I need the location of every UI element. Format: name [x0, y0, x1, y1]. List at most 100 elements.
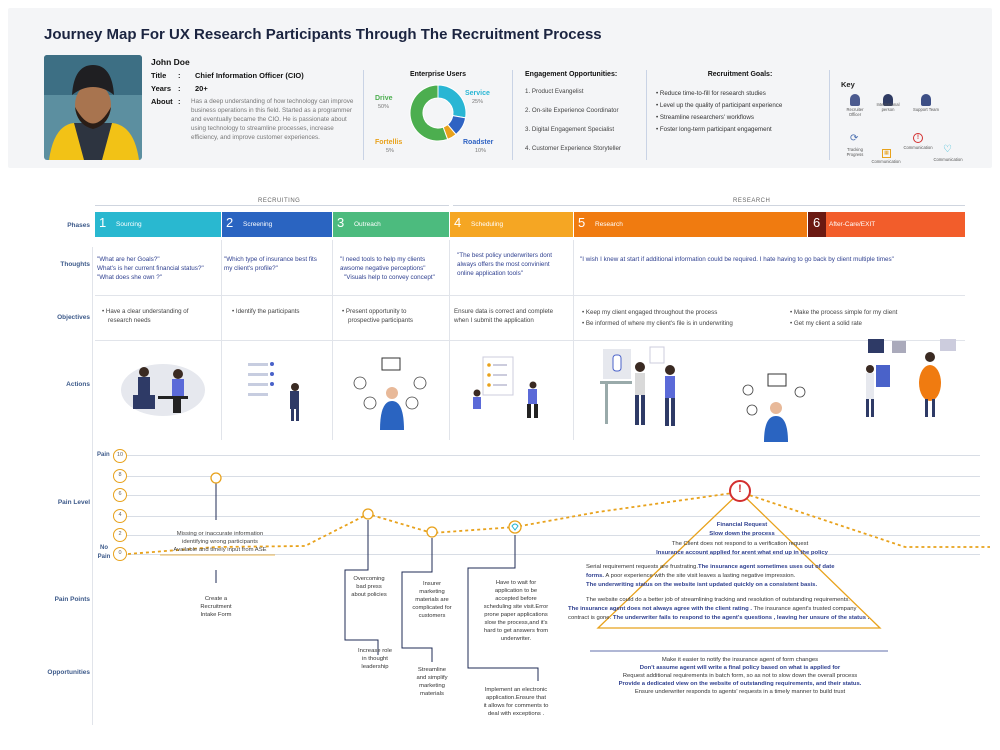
goals-heading: Recruitment Goals:: [707, 71, 773, 78]
engagement-item: 2. On-site Experience Coordinator: [525, 107, 619, 114]
thought-research: "I wish I knew at start if additional in…: [580, 256, 894, 263]
pain-tick: 2: [113, 528, 127, 542]
segment-value: 25%: [472, 99, 484, 105]
divider: [829, 70, 830, 160]
person-icon: [883, 94, 893, 106]
stage-line: [453, 205, 965, 206]
outreach-illustration: [353, 357, 427, 430]
row-axis: [92, 247, 93, 725]
row-label-objectives: Objectives: [57, 314, 90, 321]
research-opportunity: Request additional requirements in batch…: [622, 673, 858, 679]
research-opportunity: Don't assume agent will write a final po…: [639, 665, 841, 671]
refresh-icon: ⟳: [850, 133, 859, 144]
engagement-heading: Engagement Opportunities:: [525, 71, 618, 78]
objective-screening: • Identify the participants: [232, 308, 300, 315]
calendar-icon: ▦: [882, 149, 891, 158]
row-label-pain-points: Pain Points: [54, 596, 90, 603]
key-label: Communication: [903, 145, 933, 150]
alert-icon: !: [913, 133, 923, 143]
segment-label: Fortellis: [375, 139, 403, 146]
scheduling-illustration: [473, 356, 538, 418]
title-label: Title: [151, 71, 167, 80]
donut-slice-drive: [409, 84, 449, 142]
pain-tick: 0: [113, 547, 127, 561]
colon: :: [178, 71, 181, 80]
heart-icon: ♡: [943, 144, 952, 155]
row-divider: [95, 295, 965, 296]
stage-line: [95, 205, 449, 206]
grid-line: [118, 495, 980, 496]
key-label: Communication: [871, 159, 901, 164]
row-label-opportunities: Opportunities: [47, 669, 90, 676]
research-pain-l3: The Client does not respond to a verific…: [671, 541, 809, 547]
persona-photo: [44, 55, 142, 160]
enterprise-donut: [409, 84, 467, 142]
segment-value: 10%: [475, 148, 487, 154]
pain-tick: 10: [113, 449, 127, 463]
research-pain-l4: Insurance account applied for arent what…: [656, 550, 828, 556]
meeting-illustration: [121, 364, 205, 416]
pain-tick: 8: [113, 469, 127, 483]
stage-research: RESEARCH: [729, 198, 775, 204]
years-value: 20+: [195, 84, 208, 93]
research-pain-l10: contract is gone. The underwriter fails …: [568, 615, 870, 621]
alert-icon: !: [738, 483, 742, 495]
row-label-phases: Phases: [67, 222, 90, 229]
colon: :: [178, 84, 181, 93]
stage-recruiting: RECRUITING: [254, 198, 305, 204]
research-pain-l8: The website could do a better job of str…: [586, 597, 850, 603]
key-label: Recruiter Officer: [846, 107, 864, 117]
research-pain-l6: forms. A poor experience with the site v…: [586, 573, 796, 579]
support-icon: [921, 94, 931, 106]
pain-tick: 4: [113, 509, 127, 523]
key-label: International person: [876, 102, 900, 112]
research-pain-l5: Serial requirement requests are frustrat…: [586, 564, 835, 570]
engagement-item: 1. Product Evangelist: [525, 88, 584, 95]
key-label: Tracking Progress: [846, 147, 864, 157]
research-opportunity: Provide a dedicated view on the website …: [618, 681, 862, 687]
engagement-item: 3. Digital Engagement Specialist: [525, 126, 615, 133]
goal-item: • Foster long-term participant engagemen…: [656, 126, 772, 133]
divider: [646, 70, 647, 160]
persona-name: John Doe: [151, 57, 190, 67]
goal-item: • Streamline researchers' workflows: [656, 114, 754, 121]
research-opportunity: Make it easier to notify the insurance a…: [661, 657, 819, 663]
segment-label: Roadster: [463, 139, 494, 146]
about-text: Has a deep understanding of how technolo…: [191, 98, 354, 141]
row-divider: [95, 340, 965, 341]
screening-illustration: [248, 362, 299, 421]
segment-label: Drive: [375, 95, 393, 102]
objective-research: • Keep my client engaged throughout the …: [582, 309, 733, 327]
research-pain-l9: The insurance agent does not always agre…: [568, 606, 857, 612]
research-pain-l7: The underwriting status on the website i…: [586, 582, 818, 588]
divider: [512, 70, 513, 160]
about-label: About: [151, 97, 173, 106]
donut-slice-service: [437, 84, 467, 119]
page-title: Journey Map For UX Research Participants…: [44, 26, 602, 43]
row-label-pain-level: Pain Level: [57, 499, 90, 506]
pain-top-label: Pain: [97, 452, 110, 458]
colon: :: [178, 97, 181, 106]
thought-sourcing: "What are her Goals?"What's is her curre…: [97, 256, 204, 281]
goal-item: • Level up the quality of participant ex…: [656, 102, 783, 109]
grid-line: [118, 455, 980, 456]
pain-tick: 6: [113, 488, 127, 502]
research-illustration-2: [742, 373, 806, 442]
segment-value: 50%: [378, 104, 390, 110]
enterprise-heading: Enterprise Users: [409, 71, 467, 78]
